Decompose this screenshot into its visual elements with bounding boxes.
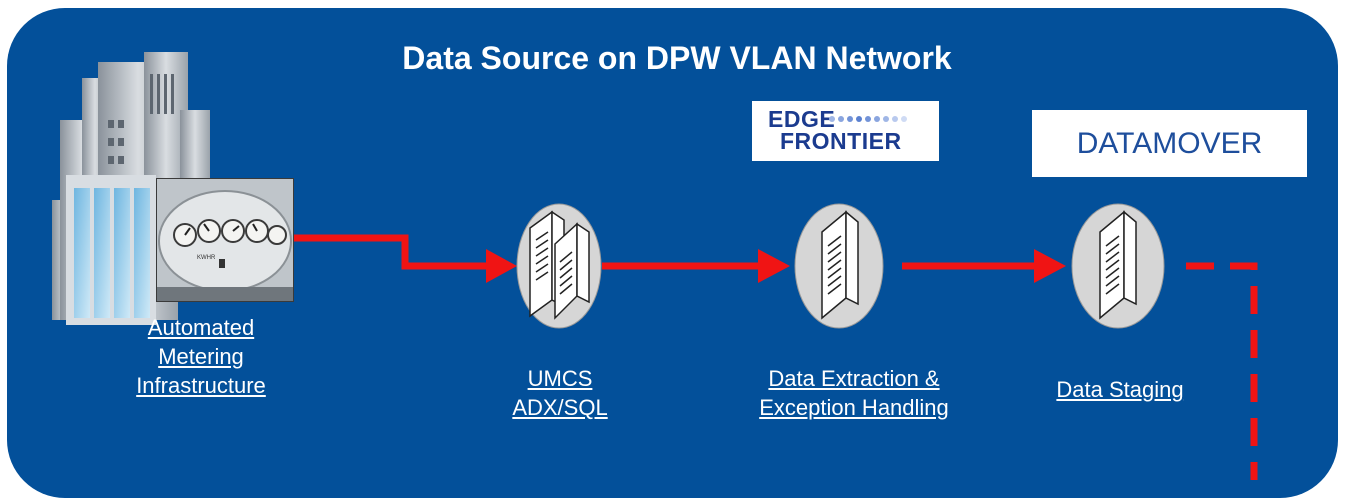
label-umcs-line1: UMCS bbox=[527, 366, 593, 391]
label-staging: Data Staging bbox=[1030, 375, 1210, 404]
label-ami-line1: Automated bbox=[147, 315, 255, 340]
datamover-logo-text: DATAMOVER bbox=[1076, 127, 1263, 160]
edge-frontier-dots bbox=[829, 116, 907, 122]
arrow-ami-to-umcs bbox=[292, 234, 488, 270]
server-staging-icon bbox=[1071, 203, 1165, 329]
edge-frontier-logo-word1: EDGE bbox=[768, 106, 836, 132]
datamover-logo: DATAMOVER bbox=[1032, 110, 1307, 177]
diagram-title: Data Source on DPW VLAN Network bbox=[402, 40, 952, 76]
server-umcs-icon bbox=[516, 203, 602, 329]
label-staging-line1: Data Staging bbox=[1056, 377, 1184, 402]
label-ami: Automated Metering Infrastructure bbox=[96, 313, 306, 400]
arrowhead-staging bbox=[1034, 249, 1066, 283]
server-extraction-icon bbox=[794, 203, 884, 329]
arrowhead-umcs bbox=[486, 249, 517, 283]
utility-meter-image: KWHR bbox=[156, 178, 294, 302]
label-umcs: UMCS ADX/SQL bbox=[490, 364, 630, 422]
edge-frontier-logo: EDGE FRONTIER bbox=[752, 101, 939, 161]
label-extraction: Data Extraction & Exception Handling bbox=[716, 364, 992, 422]
label-ami-line3: Infrastructure bbox=[136, 373, 266, 398]
arrowhead-extraction bbox=[758, 249, 790, 283]
meter-face-text: KWHR bbox=[197, 255, 216, 261]
label-extraction-line1: Data Extraction & bbox=[768, 366, 940, 391]
dashed-connector-out bbox=[1186, 262, 1258, 480]
label-umcs-line2: ADX/SQL bbox=[512, 395, 608, 420]
label-ami-line2: Metering bbox=[158, 344, 244, 369]
label-extraction-line2: Exception Handling bbox=[759, 395, 949, 420]
edge-frontier-logo-word2: FRONTIER bbox=[780, 128, 902, 154]
